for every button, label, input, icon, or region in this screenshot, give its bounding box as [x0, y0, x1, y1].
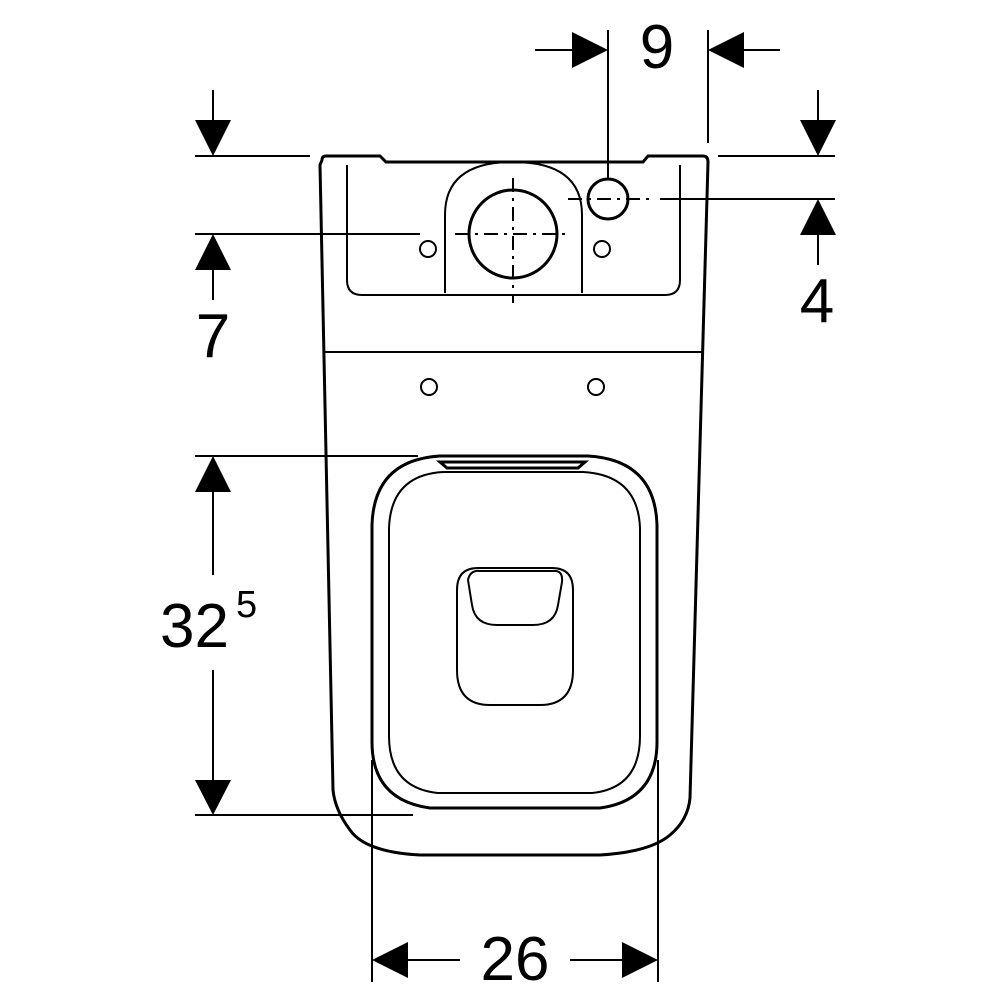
- dimension-label-26: 26: [481, 925, 550, 994]
- dimension-label-9: 9: [640, 13, 674, 82]
- water-inlet: [568, 177, 650, 221]
- arrow-icon: [708, 32, 744, 68]
- seat-fixing-holes: [420, 378, 605, 396]
- arrow-icon: [800, 199, 836, 235]
- arrow-icon: [195, 780, 231, 815]
- dimension-label-32-superscript: 5: [236, 584, 257, 626]
- flush-outlet: [455, 178, 570, 303]
- toilet-body: [318, 154, 710, 857]
- dimension-outlet-offset: 9: [535, 13, 780, 178]
- dimension-label-32: 32: [160, 592, 229, 661]
- arrow-icon: [372, 942, 408, 978]
- arrow-icon: [572, 32, 608, 68]
- dimension-top-to-holes: 7: [195, 90, 420, 371]
- dimension-seat-depth: 32 5: [160, 455, 418, 816]
- arrow-icon: [195, 456, 231, 492]
- dimension-seat-width: 26: [371, 760, 659, 994]
- arrow-icon: [622, 942, 658, 978]
- dimension-label-4: 4: [800, 267, 834, 336]
- dimension-label-7: 7: [196, 302, 230, 371]
- arrow-icon: [195, 120, 231, 156]
- cistern-fixing-holes: [419, 240, 611, 258]
- arrow-icon: [195, 234, 231, 270]
- dimension-top-to-outlet: 4: [660, 90, 836, 336]
- arrow-icon: [800, 120, 836, 156]
- toilet-seat: [370, 454, 659, 810]
